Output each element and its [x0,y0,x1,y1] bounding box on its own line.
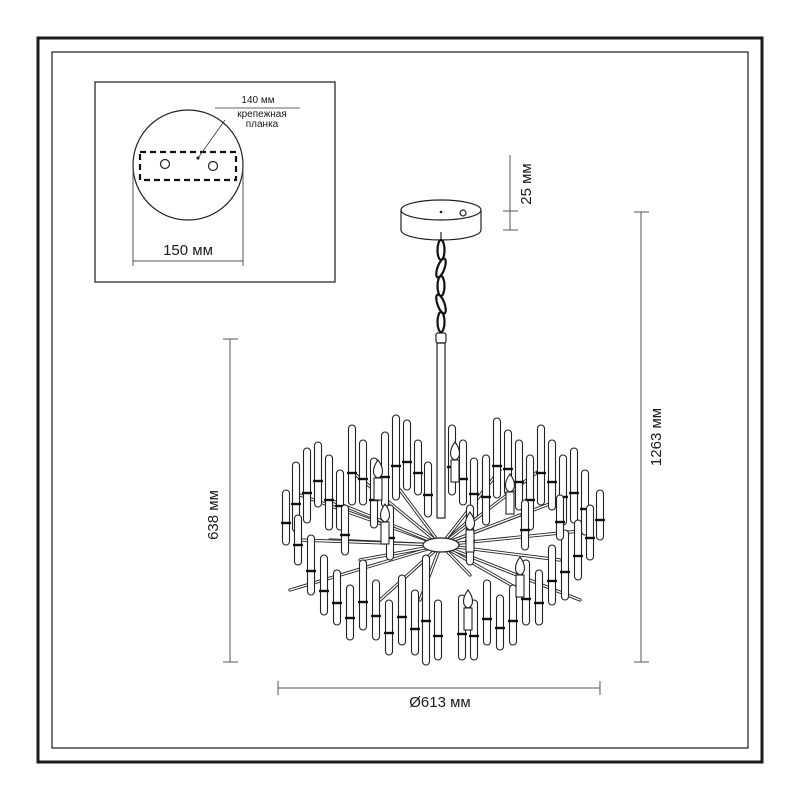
glass-rod [384,599,394,656]
glass-rod [547,544,557,606]
rod-cap [435,332,447,344]
mounting-hole-left [159,158,171,170]
glass-rod [281,489,291,546]
glass-rod [358,559,368,631]
canopy-diameter-label: 150 мм [163,242,213,259]
candle-sleeve [450,459,460,483]
glass-rod [569,447,579,524]
outer-frame [36,36,764,764]
candle-sleeve [465,529,475,553]
mounting-plate-outline [138,150,238,182]
glass-rod [397,574,407,646]
inner-frame [51,51,749,749]
glass-rod [421,554,431,666]
glass-rod [302,447,312,524]
glass-rod [514,439,524,511]
center-hub [422,537,460,553]
glass-rod [306,534,316,596]
glass-rod [547,439,557,511]
chandelier-body [281,414,605,666]
glass-rod [560,529,570,601]
glass-rod [481,454,491,526]
suspension-chain [435,232,447,334]
glass-rod [423,461,433,518]
plate-caption-line1: крепежная [237,109,287,120]
total-height-dimension: 1263 мм [634,211,665,663]
glass-rod [324,454,334,531]
chain-link [436,310,446,334]
arm-inner [440,544,581,601]
candle-sleeve [505,491,515,515]
glass-rod [536,424,546,506]
glass-rod [573,519,583,581]
body-height-label: 638 мм [205,490,222,540]
glass-rod [332,569,342,626]
candle-sleeve [373,477,383,501]
central-rod [435,332,447,519]
canopy-height-dimension: 25 мм [503,155,535,231]
plate-length-label: 140 мм [241,95,274,106]
arm-inner [379,544,442,601]
candle-sleeve [515,574,525,598]
mounting-hole-right [207,160,219,172]
glass-rod [595,489,605,541]
glass-rod [555,494,565,541]
glass-rod [492,417,502,499]
canopy-center [439,210,443,214]
body-height-dimension: 638 мм [205,338,238,663]
inset-box [94,81,336,283]
canopy-top-view [132,109,244,221]
chain-link [435,257,447,279]
glass-rod [508,584,518,646]
canopy-height-label: 25 мм [518,163,535,204]
glass-rod [293,514,303,566]
arm-inner [299,539,442,546]
glass-rod [358,439,368,506]
glass-rod [340,504,350,556]
glass-rod [371,579,381,641]
body-diameter-dimension: Ø613 мм [277,681,601,711]
glass-rod [391,414,401,501]
rod [436,342,446,519]
candle-bulb [514,556,526,576]
glass-rod [402,419,412,491]
chain-link [436,274,446,298]
glass-rod [482,579,492,646]
glass-rod [347,424,357,506]
canopy-top-ellipse [400,199,482,221]
mounting-detail-inset: 140 мм крепежная планка 150 мм [94,81,336,283]
candle-sleeve [380,521,390,545]
candle-sleeve [463,607,473,631]
glass-rod [520,499,530,551]
glass-rod [313,441,323,508]
glass-rod [495,594,505,651]
body-diameter-label: Ø613 мм [409,694,471,711]
glass-rod [585,504,595,561]
arm-inner [440,544,521,591]
glass-rod [345,584,355,641]
arm-inner [399,489,442,546]
glass-rod [410,589,420,656]
total-height-label: 1263 мм [648,408,665,466]
chain-link [436,238,446,262]
candle-bulb [462,589,474,609]
arm-inner [440,544,561,561]
plate-caption-line2: планка [246,119,279,130]
glass-rod [458,439,468,506]
caption-leader [197,119,226,159]
glass-rod [413,439,423,496]
glass-rod [534,569,544,626]
glass-rod [433,599,443,661]
chain-link [435,293,447,315]
canopy-screw [459,209,467,217]
glass-rod [319,554,329,616]
